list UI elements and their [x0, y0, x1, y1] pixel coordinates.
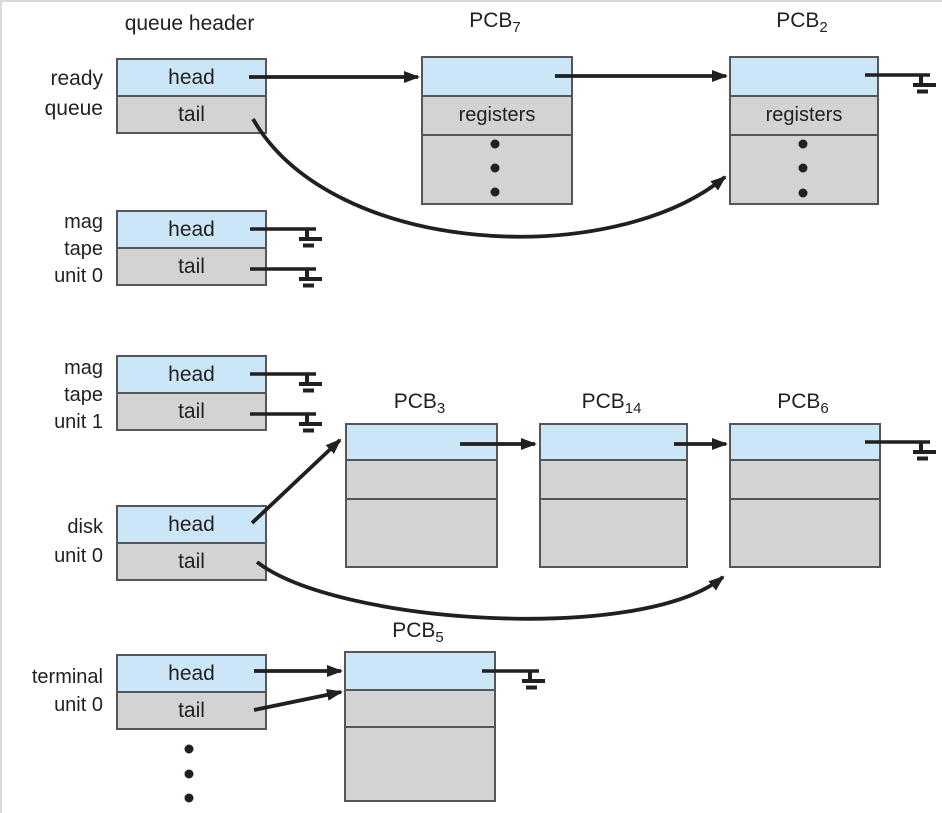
- registers-label: registers: [765, 104, 843, 126]
- pcb3-label: PCB3: [345, 390, 494, 417]
- tail-cell: tail: [118, 542, 265, 579]
- pcb-label-base: PCB: [469, 9, 513, 32]
- tail-cell: tail: [118, 247, 265, 284]
- tail-cell-label: tail: [178, 698, 205, 722]
- head-cell-label: head: [168, 512, 215, 536]
- pcb-link-cell: [731, 58, 877, 95]
- tail-cell: tail: [118, 95, 265, 132]
- head-cell-label: head: [168, 217, 215, 241]
- pcb-body-cell: [541, 498, 686, 566]
- registers-label: registers: [458, 104, 536, 126]
- disk-unit0-label: disk unit 0: [54, 516, 103, 567]
- pcb-body-cell: [731, 134, 877, 203]
- pcb2-box: registers: [729, 56, 879, 205]
- tail-cell-label: tail: [178, 549, 205, 573]
- disk-tail-arrow: [255, 560, 725, 621]
- ready-queue-label: ready queue: [44, 67, 103, 120]
- tail-cell-label: tail: [178, 102, 205, 126]
- pcb-label-sub: 2: [819, 19, 828, 36]
- pcb-label-sub: 6: [820, 400, 829, 417]
- head-cell-label: head: [168, 65, 215, 89]
- terminal-tail-arrow: [253, 688, 343, 712]
- mag-tape-unit1-box: head tail: [116, 355, 267, 431]
- tail-cell: tail: [118, 691, 265, 728]
- pcb-label-base: PCB: [777, 390, 821, 413]
- tail-cell-label: tail: [178, 254, 205, 278]
- head-cell: head: [118, 656, 265, 691]
- ellipsis-dots-more-queues: [184, 744, 194, 803]
- pcb-mid-cell: [731, 459, 879, 498]
- queue-header-title: queue header: [124, 12, 255, 35]
- pcb-label-sub: 5: [435, 629, 444, 646]
- pcb-link-cell: [423, 58, 571, 95]
- pcb3-box: [345, 423, 498, 568]
- pcb-mid-cell: [347, 459, 496, 498]
- pcb-label-base: PCB: [392, 619, 436, 642]
- pcb-mid-cell: [346, 689, 494, 726]
- ground-null-icon: [297, 372, 324, 393]
- pcb7-box: registers: [421, 56, 573, 205]
- pcb6-box: [729, 423, 881, 568]
- pcb-link-cell: [731, 425, 879, 459]
- pcb-mid-cell: [541, 459, 686, 498]
- terminal-unit0-box: head tail: [116, 654, 267, 730]
- ground-null-icon: [297, 267, 324, 288]
- ground-null-icon: [911, 73, 938, 94]
- mag-tape-unit1-label: mag tape unit 1: [54, 357, 103, 433]
- ground-null-icon: [520, 669, 547, 690]
- pcb-registers-cell: registers: [423, 95, 571, 134]
- ground-null-icon: [911, 440, 938, 461]
- pcb14-label: PCB14: [539, 390, 684, 417]
- pcb14-box: [539, 423, 688, 568]
- head-cell: head: [118, 357, 265, 392]
- pcb7-label: PCB7: [421, 9, 569, 36]
- pcb-link-cell: [541, 425, 686, 459]
- pcb6-label: PCB6: [729, 390, 877, 417]
- pcb-body-cell: [346, 726, 494, 800]
- pcb-body-cell: [731, 498, 879, 566]
- pcb-label-sub: 14: [624, 400, 642, 417]
- ready-queue-box: head tail: [116, 58, 267, 134]
- disk-unit0-box: head tail: [116, 505, 267, 581]
- tail-cell-label: tail: [178, 399, 205, 423]
- pcb5-label: PCB5: [344, 619, 492, 646]
- pcb-label-base: PCB: [581, 390, 625, 413]
- ground-null-icon: [297, 227, 324, 248]
- head-cell: head: [118, 507, 265, 542]
- pcb-registers-cell: registers: [731, 95, 877, 134]
- pcb-label-sub: 3: [436, 400, 446, 417]
- pcb-label-base: PCB: [776, 9, 820, 32]
- head-cell-label: head: [168, 661, 215, 685]
- pcb-body-cell: [423, 134, 571, 203]
- terminal-unit0-label: terminal unit 0: [31, 666, 103, 716]
- tail-cell: tail: [118, 392, 265, 429]
- mag-tape-unit0-box: head tail: [116, 210, 267, 286]
- pcb2-label: PCB2: [729, 9, 875, 36]
- pcb-link-cell: [346, 653, 494, 689]
- pcb5-box: [344, 651, 496, 802]
- pcb-body-cell: [347, 498, 496, 566]
- ground-null-icon: [297, 412, 324, 433]
- pcb-label-base: PCB: [393, 390, 437, 413]
- pcb-label-sub: 7: [512, 19, 521, 36]
- head-cell: head: [118, 60, 265, 95]
- head-cell-label: head: [168, 362, 215, 386]
- mag-tape-unit0-label: mag tape unit 0: [54, 211, 103, 287]
- pcb-link-cell: [347, 425, 496, 459]
- head-cell: head: [118, 212, 265, 247]
